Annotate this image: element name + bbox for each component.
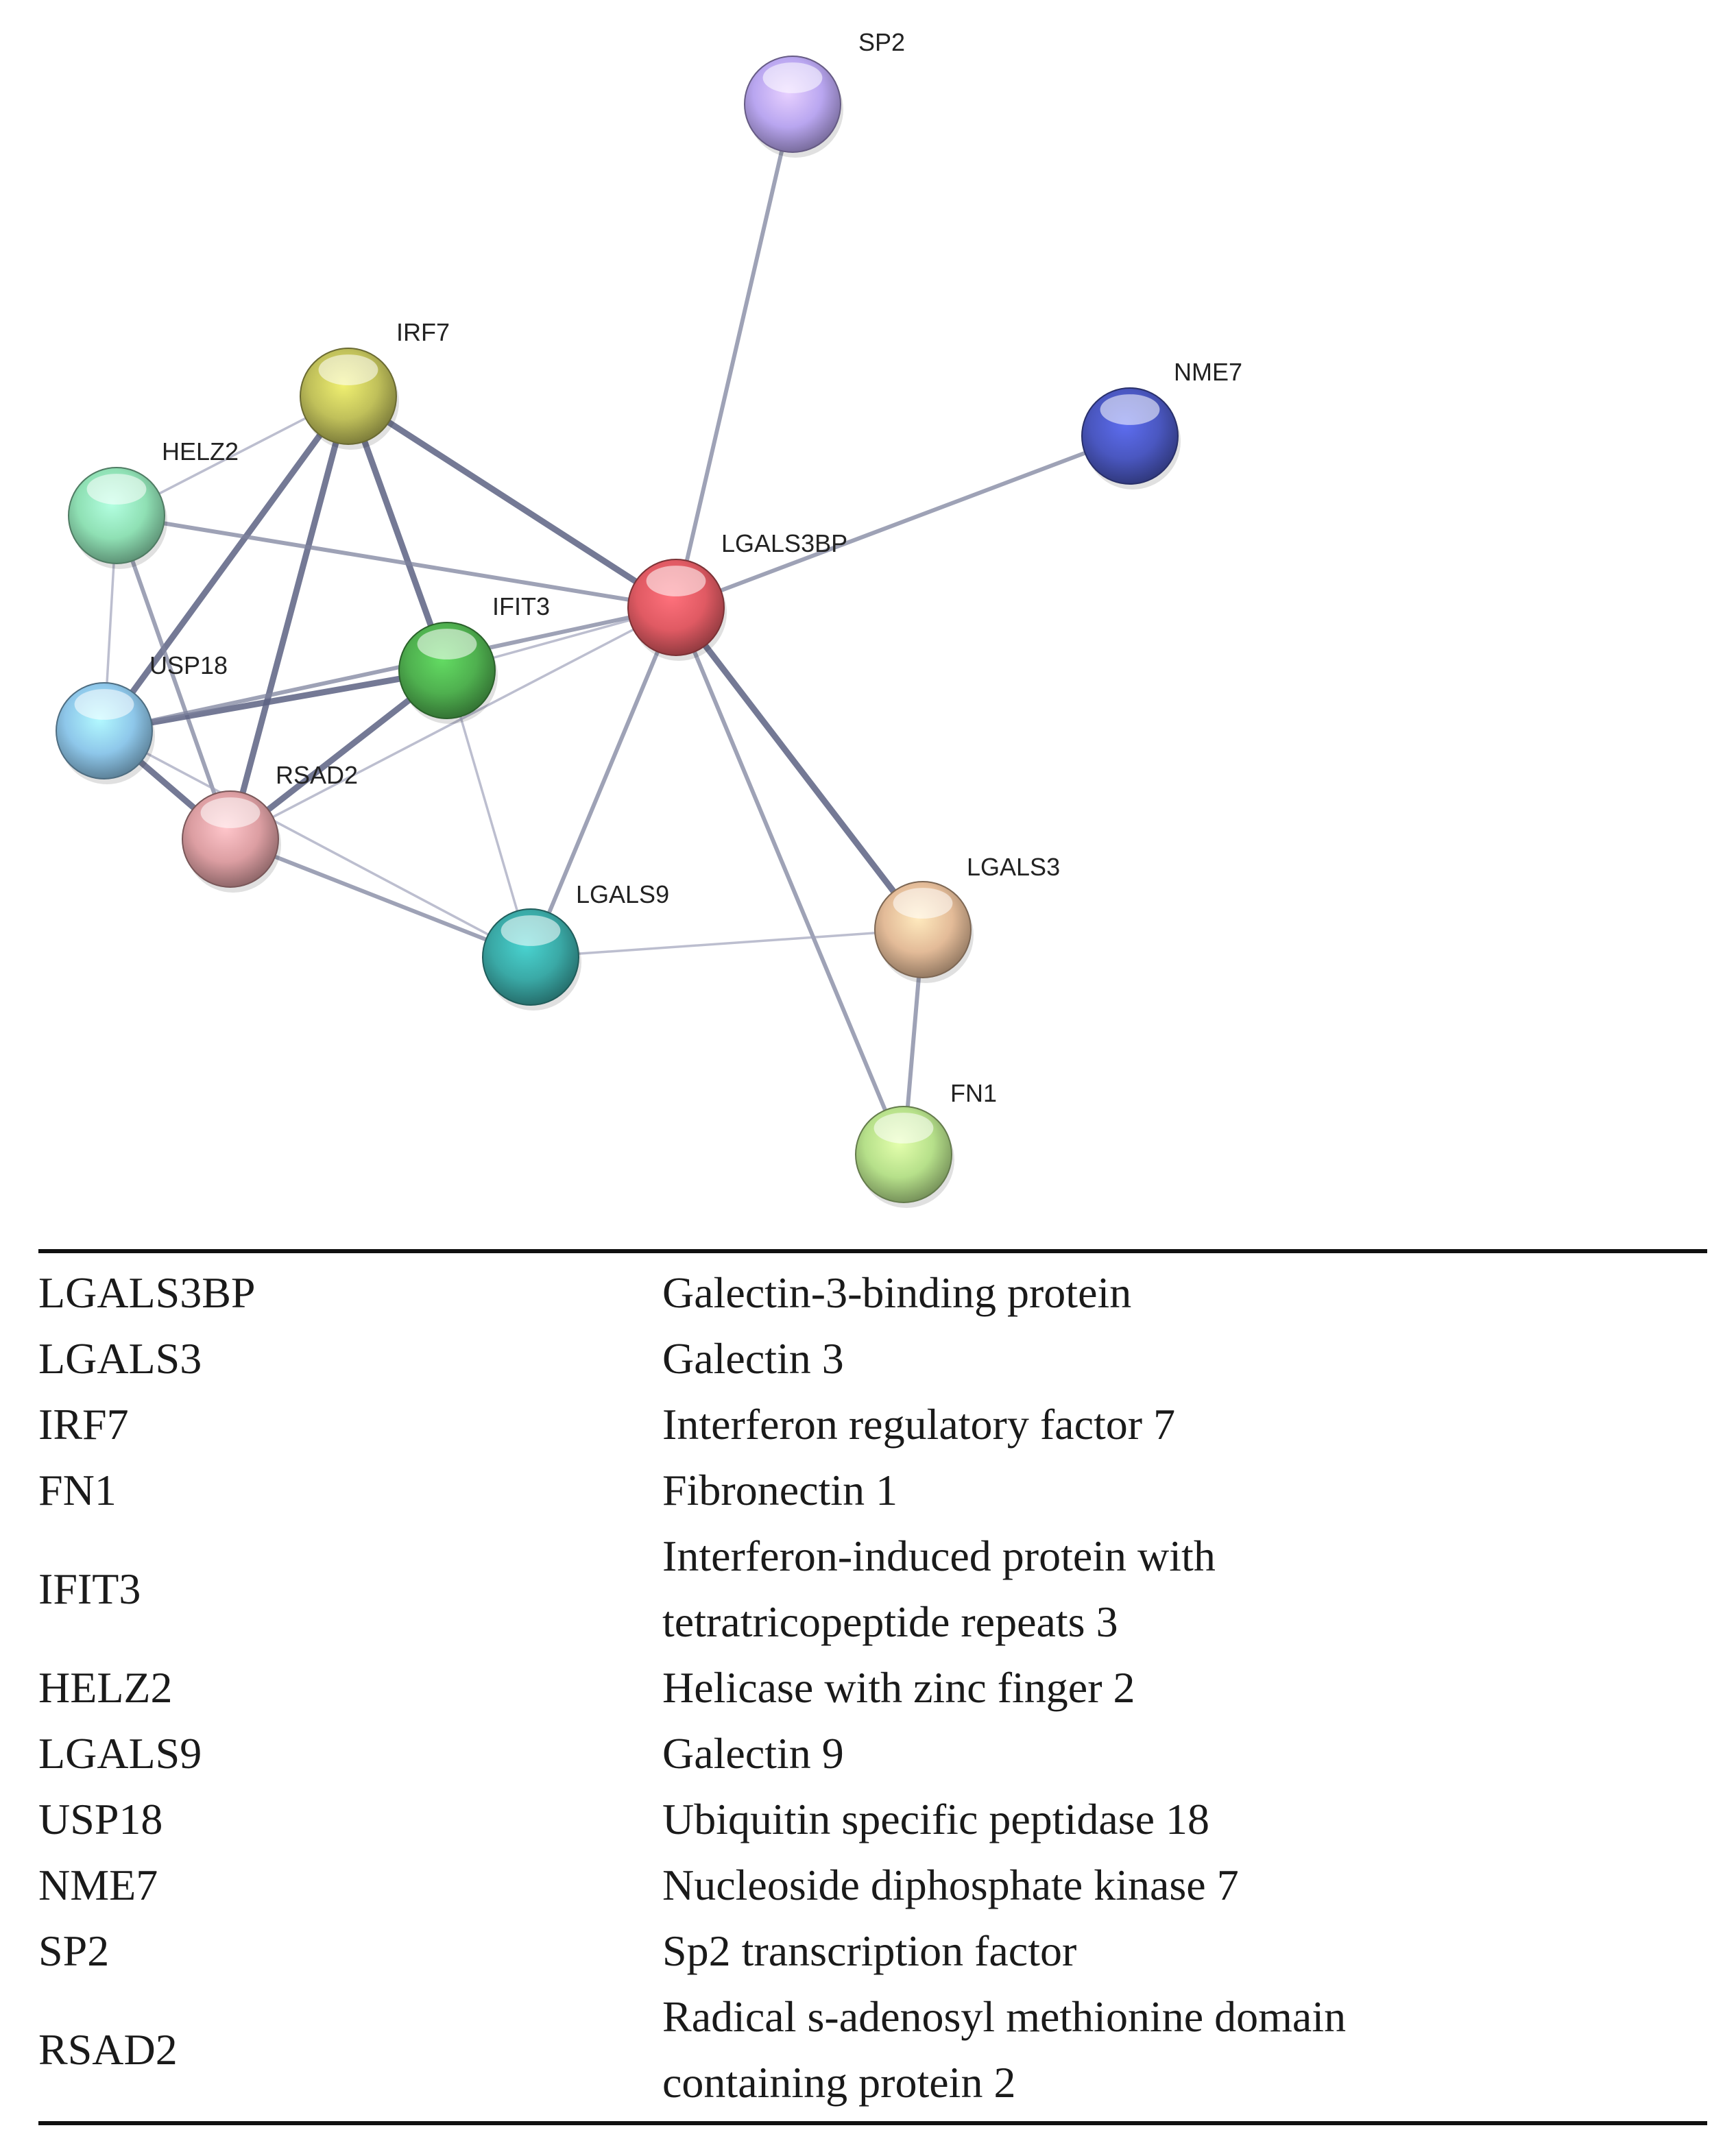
legend-row: HELZ2 Helicase with zinc finger 2 (38, 1655, 1707, 1721)
node-label: FN1 (950, 1079, 997, 1107)
node-highlight (74, 689, 134, 720)
gene-name: Interferon regulatory factor 7 (662, 1400, 1176, 1449)
legend-row: FN1 Fibronectin 1 (38, 1457, 1707, 1523)
edge-irf7-rsad2 (227, 393, 352, 843)
edge-sp2-lgals3bp (674, 102, 795, 609)
node-label: IRF7 (396, 318, 450, 346)
edge-irf7-lgals3bp (345, 393, 679, 611)
legend-row: USP18 Ubiquitin specific peptidase 18 (38, 1787, 1707, 1852)
node-highlight (893, 888, 953, 919)
edge-nme7-lgals3bp (674, 434, 1132, 609)
node-helz2: HELZ2 (68, 437, 239, 569)
legend-row: SP2 Sp2 transcription factor (38, 1918, 1707, 1984)
gene-symbol: RSAD2 (38, 2025, 178, 2074)
edge-ifit3-usp18 (101, 667, 450, 734)
node-sp2: SP2 (744, 28, 905, 158)
node-highlight (646, 566, 706, 596)
gene-name: Galectin 3 (662, 1334, 844, 1383)
gene-name: Radical s-adenosyl methionine domain con… (662, 1992, 1347, 2107)
gene-name: Nucleoside diphosphate kinase 7 (662, 1861, 1239, 1909)
gene-symbol: LGALS9 (38, 1729, 202, 1778)
node-rsad2: RSAD2 (182, 761, 358, 893)
node-highlight (318, 354, 378, 385)
gene-name: Interferon-induced protein with tetratri… (662, 1532, 1216, 1646)
node-highlight (501, 915, 561, 946)
legend-row: IFIT3 Interferon-induced protein with te… (38, 1523, 1707, 1655)
node-highlight (873, 1113, 934, 1144)
node-usp18: USP18 (56, 651, 228, 784)
gene-name: Sp2 transcription factor (662, 1926, 1077, 1975)
gene-name: Helicase with zinc finger 2 (662, 1663, 1135, 1712)
node-label: LGALS3BP (721, 529, 847, 557)
gene-name: Galectin-3-binding protein (662, 1268, 1132, 1317)
node-irf7: IRF7 (300, 318, 450, 450)
node-label: HELZ2 (162, 437, 239, 465)
edge-helz2-lgals3bp (114, 513, 678, 609)
legend-row: IRF7 Interferon regulatory factor 7 (38, 1392, 1707, 1457)
legend-row: LGALS3BP Galectin-3-binding protein (38, 1260, 1707, 1326)
edges-layer (101, 102, 1132, 1157)
gene-symbol: IRF7 (38, 1400, 129, 1449)
node-highlight (1100, 394, 1160, 425)
edge-helz2-rsad2 (114, 513, 232, 841)
gene-symbol: LGALS3 (38, 1334, 202, 1383)
edge-lgals3bp-lgals9 (529, 605, 678, 959)
gene-symbol: HELZ2 (38, 1663, 173, 1712)
edge-lgals9-lgals3 (529, 928, 924, 958)
node-highlight (762, 62, 823, 93)
gene-legend-table: LGALS3BP Galectin-3-binding protein LGAL… (38, 1249, 1707, 2125)
edge-lgals3bp-fn1 (674, 605, 906, 1157)
node-nme7: NME7 (1081, 358, 1242, 489)
node-fn1: FN1 (855, 1079, 997, 1208)
gene-symbol: LGALS3BP (38, 1268, 256, 1317)
node-highlight (200, 797, 261, 828)
node-highlight (86, 474, 147, 505)
edge-rsad2-lgals9 (228, 837, 533, 959)
edge-lgals3bp-lgals3 (673, 604, 926, 933)
node-label: NME7 (1174, 358, 1242, 386)
gene-symbol: IFIT3 (38, 1564, 141, 1613)
legend-row: LGALS9 Galectin 9 (38, 1721, 1707, 1787)
node-label: USP18 (149, 651, 228, 679)
node-lgals9: LGALS9 (482, 880, 669, 1011)
node-lgals3bp: LGALS3BP (627, 529, 847, 661)
node-lgals3: LGALS3 (874, 853, 1060, 983)
node-highlight (417, 629, 477, 660)
node-ifit3: IFIT3 (398, 592, 550, 724)
node-label: RSAD2 (276, 761, 358, 789)
gene-symbol: NME7 (38, 1861, 158, 1909)
node-label: SP2 (858, 28, 905, 56)
node-label: LGALS9 (576, 880, 669, 908)
node-label: IFIT3 (492, 592, 550, 620)
edge-usp18-lgals9 (103, 729, 532, 958)
legend-row: LGALS3 Galectin 3 (38, 1326, 1707, 1392)
edge-rsad2-lgals3bp (229, 606, 677, 840)
gene-symbol: FN1 (38, 1466, 117, 1514)
gene-symbol: SP2 (38, 1926, 110, 1975)
edge-usp18-lgals3bp (102, 605, 678, 733)
gene-name: Fibronectin 1 (662, 1466, 898, 1514)
gene-symbol: USP18 (38, 1795, 163, 1843)
edge-irf7-usp18 (101, 393, 352, 734)
legend-row: RSAD2 Radical s-adenosyl methionine doma… (38, 1984, 1707, 2116)
node-label: LGALS3 (967, 853, 1060, 881)
gene-name: Ubiquitin specific peptidase 18 (662, 1795, 1210, 1843)
gene-name: Galectin 9 (662, 1729, 844, 1778)
legend-row: NME7 Nucleoside diphosphate kinase 7 (38, 1852, 1707, 1918)
